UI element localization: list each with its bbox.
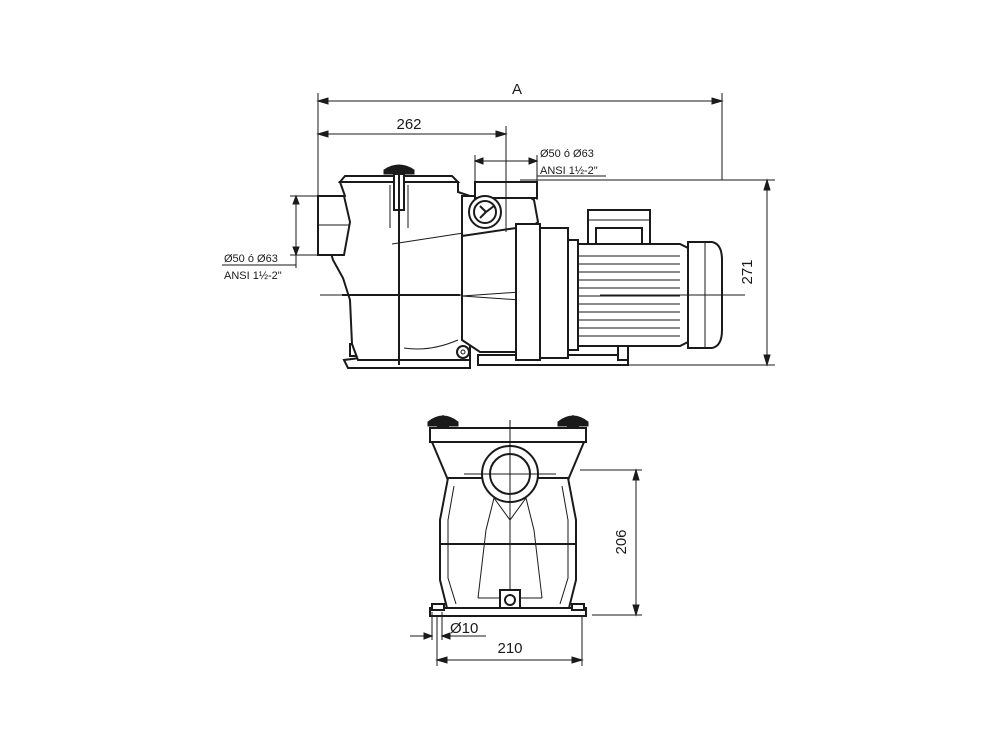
- pump-volute: [461, 180, 540, 353]
- front-view: 206 Ø10 210: [410, 415, 642, 666]
- outlet-ansi-label: ANSI 1½-2": [540, 165, 598, 177]
- dimension-210: 210: [435, 616, 584, 666]
- dim-206-label: 206: [613, 529, 630, 554]
- dim-271-label: 271: [739, 259, 756, 284]
- strainer-housing: [317, 164, 545, 365]
- dim-262-label: 262: [396, 116, 421, 133]
- outlet-callout: Ø50 ó Ø63 ANSI 1½-2": [473, 148, 606, 200]
- dim-210-label: 210: [497, 640, 522, 657]
- dimension-206: 206: [580, 468, 642, 617]
- outlet-size-label: Ø50 ó Ø63: [540, 148, 594, 160]
- dim-a-label: A: [512, 81, 522, 98]
- inlet-ansi-label: ANSI 1½-2": [224, 270, 282, 282]
- dimension-hole: Ø10: [410, 612, 486, 640]
- motor-fins: [578, 255, 680, 337]
- dimension-271: 271: [520, 178, 775, 367]
- inlet-size-label: Ø50 ó Ø63: [224, 253, 278, 265]
- drain-screw-icon: [504, 594, 516, 606]
- dimension-262: 262: [316, 116, 508, 210]
- motor: [577, 209, 745, 361]
- dim-hole-label: Ø10: [450, 620, 478, 637]
- side-view: A 262 Ø50 ó Ø63 ANSI 1½-2": [222, 81, 775, 369]
- dimension-a: A: [316, 81, 724, 200]
- motor-flange: [515, 223, 579, 361]
